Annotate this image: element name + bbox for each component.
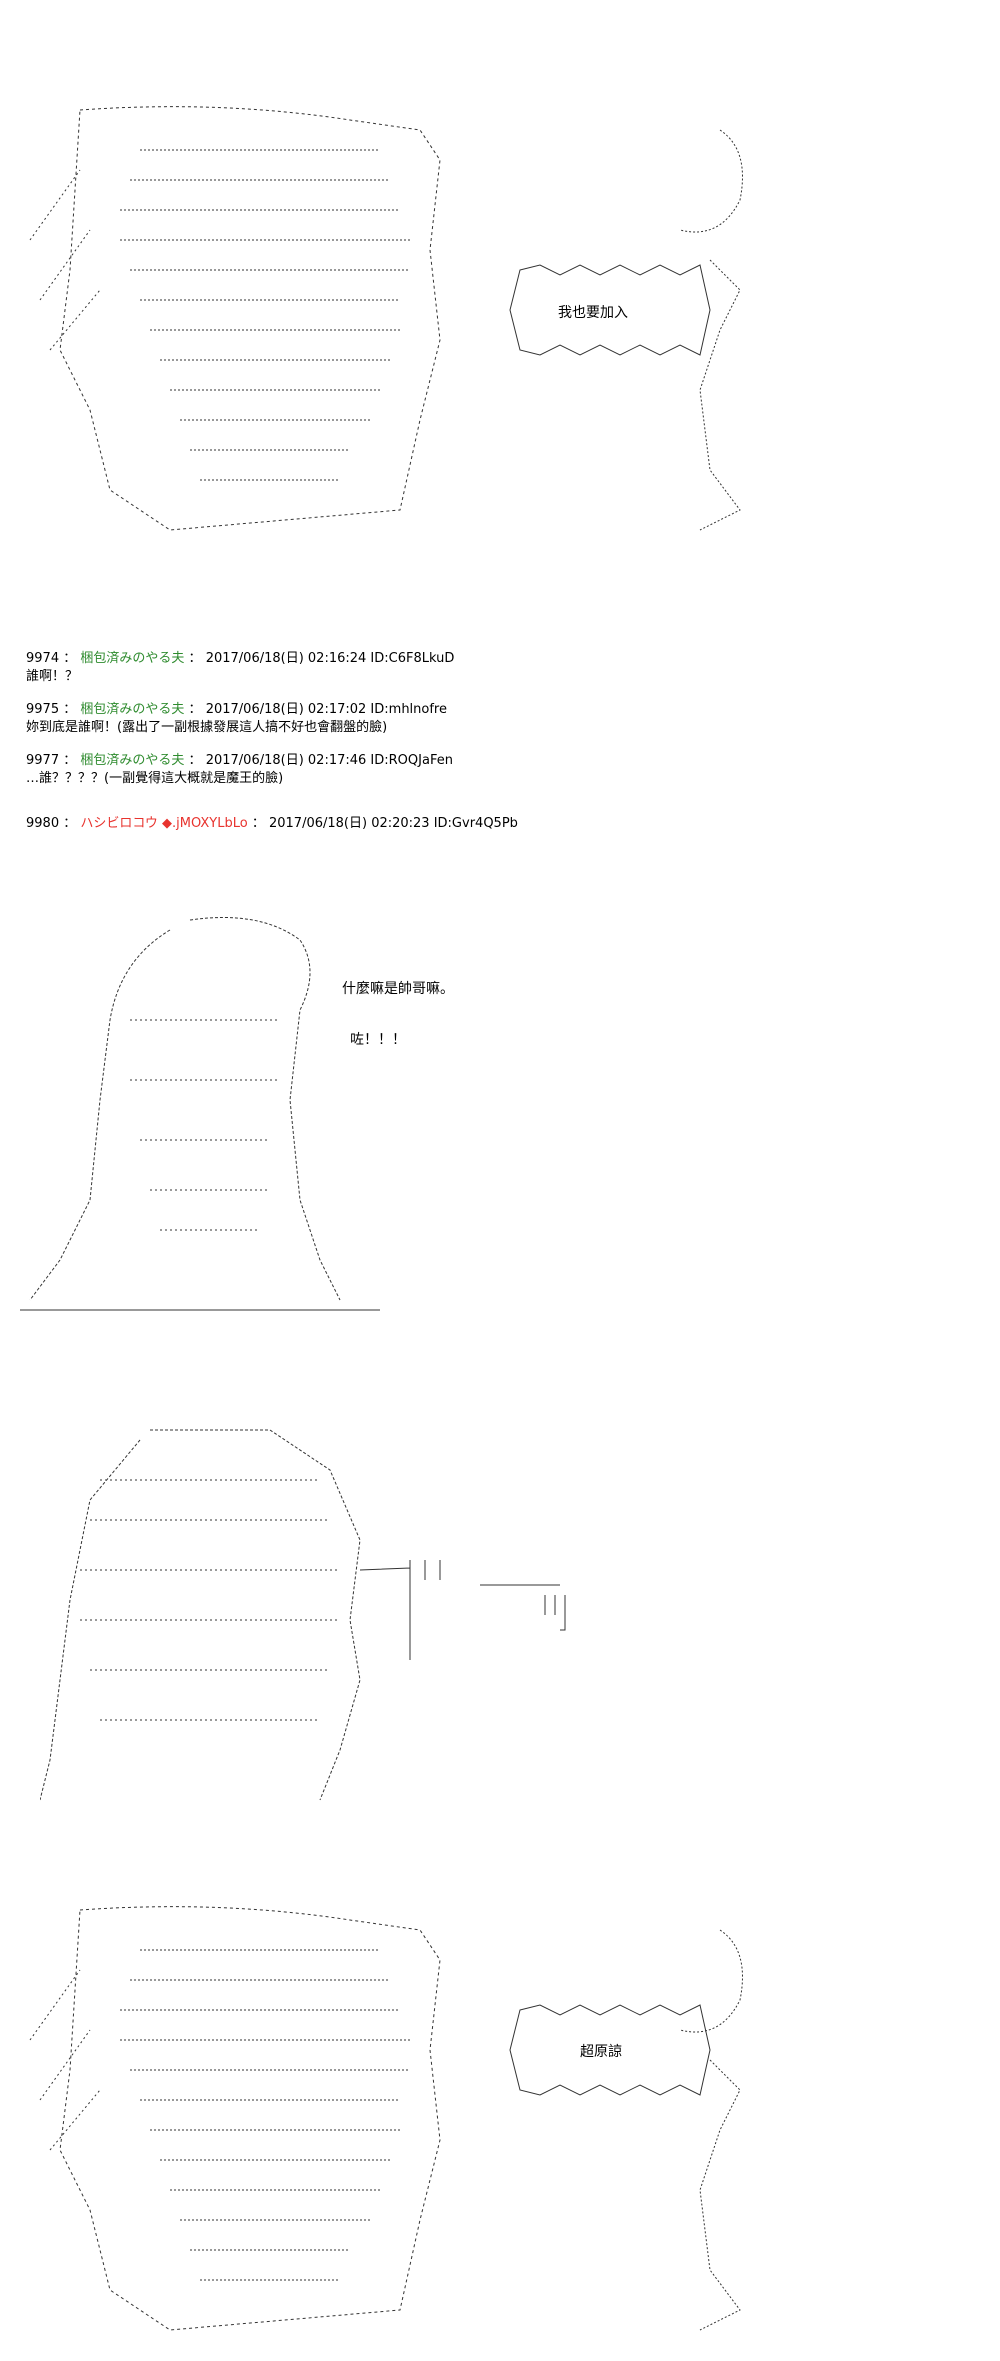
poster-name: ハシビロコウ [80,816,158,831]
post-datetime: 2017/06/18(日) 02:17:02 ID:mhlnofre [205,702,447,717]
post-9980: 9980 ： ハシビロコウ ◆.jMOXYLbLo ： 2017/06/18(日… [26,815,726,832]
poster-name: 梱包済みのやる夫 [80,753,185,768]
post-body: …誰？？？？(一副覺得這大概就是魔王的臉) [26,771,284,786]
poster-name: 梱包済みのやる夫 [80,702,185,717]
poster-name: 梱包済みのやる夫 [80,651,185,666]
ascii-art-panel-shocked [40,1420,600,1810]
post-separator: ： [188,753,202,768]
girl-speech-line-2: 咗！！！ [350,1032,406,1048]
post-separator: ： [188,702,202,717]
girl-speech-line-1: 什麼嘛是帥哥嘛。 [342,981,454,997]
post-separator: ： [63,651,77,666]
post-9974: 9974 ： 梱包済みのやる夫 ： 2017/06/18(日) 02:16:24… [26,650,726,685]
post-number[interactable]: 9974 [26,651,60,666]
top-bubble-text: 我也要加入 [558,305,628,321]
ascii-art-panel-girl [20,900,380,1330]
post-number[interactable]: 9977 [26,753,60,768]
post-datetime: 2017/06/18(日) 02:16:24 ID:C6F8LkuD [205,651,455,666]
post-separator: ： [251,816,265,831]
bottom-bubble-text: 超原諒 [580,2044,622,2060]
post-separator: ： [63,702,77,717]
post-body: 誰啊！？ [26,669,79,684]
post-header: 9974 ： 梱包済みのやる夫 ： 2017/06/18(日) 02:16:24… [26,650,726,667]
post-9977: 9977 ： 梱包済みのやる夫 ： 2017/06/18(日) 02:17:46… [26,752,726,787]
post-header: 9977 ： 梱包済みのやる夫 ： 2017/06/18(日) 02:17:46… [26,752,726,769]
post-number[interactable]: 9980 [26,816,60,831]
post-datetime: 2017/06/18(日) 02:20:23 ID:Gvr4Q5Pb [268,816,518,831]
post-separator: ： [188,651,202,666]
ascii-art-panel-top [20,90,800,560]
ascii-art-panel-bottom [20,1890,800,2350]
post-separator: ： [63,753,77,768]
post-list: 9974 ： 梱包済みのやる夫 ： 2017/06/18(日) 02:16:24… [26,650,726,848]
post-9975: 9975 ： 梱包済みのやる夫 ： 2017/06/18(日) 02:17:02… [26,701,726,736]
poster-trip: ◆.jMOXYLbLo [162,816,248,831]
post-datetime: 2017/06/18(日) 02:17:46 ID:ROQJaFen [205,753,453,768]
post-number[interactable]: 9975 [26,702,60,717]
post-separator: ： [63,816,77,831]
post-header: 9980 ： ハシビロコウ ◆.jMOXYLbLo ： 2017/06/18(日… [26,815,726,832]
post-body: 妳到底是誰啊！(露出了一副根據發展這人搞不好也會翻盤的臉) [26,720,388,735]
post-header: 9975 ： 梱包済みのやる夫 ： 2017/06/18(日) 02:17:02… [26,701,726,718]
